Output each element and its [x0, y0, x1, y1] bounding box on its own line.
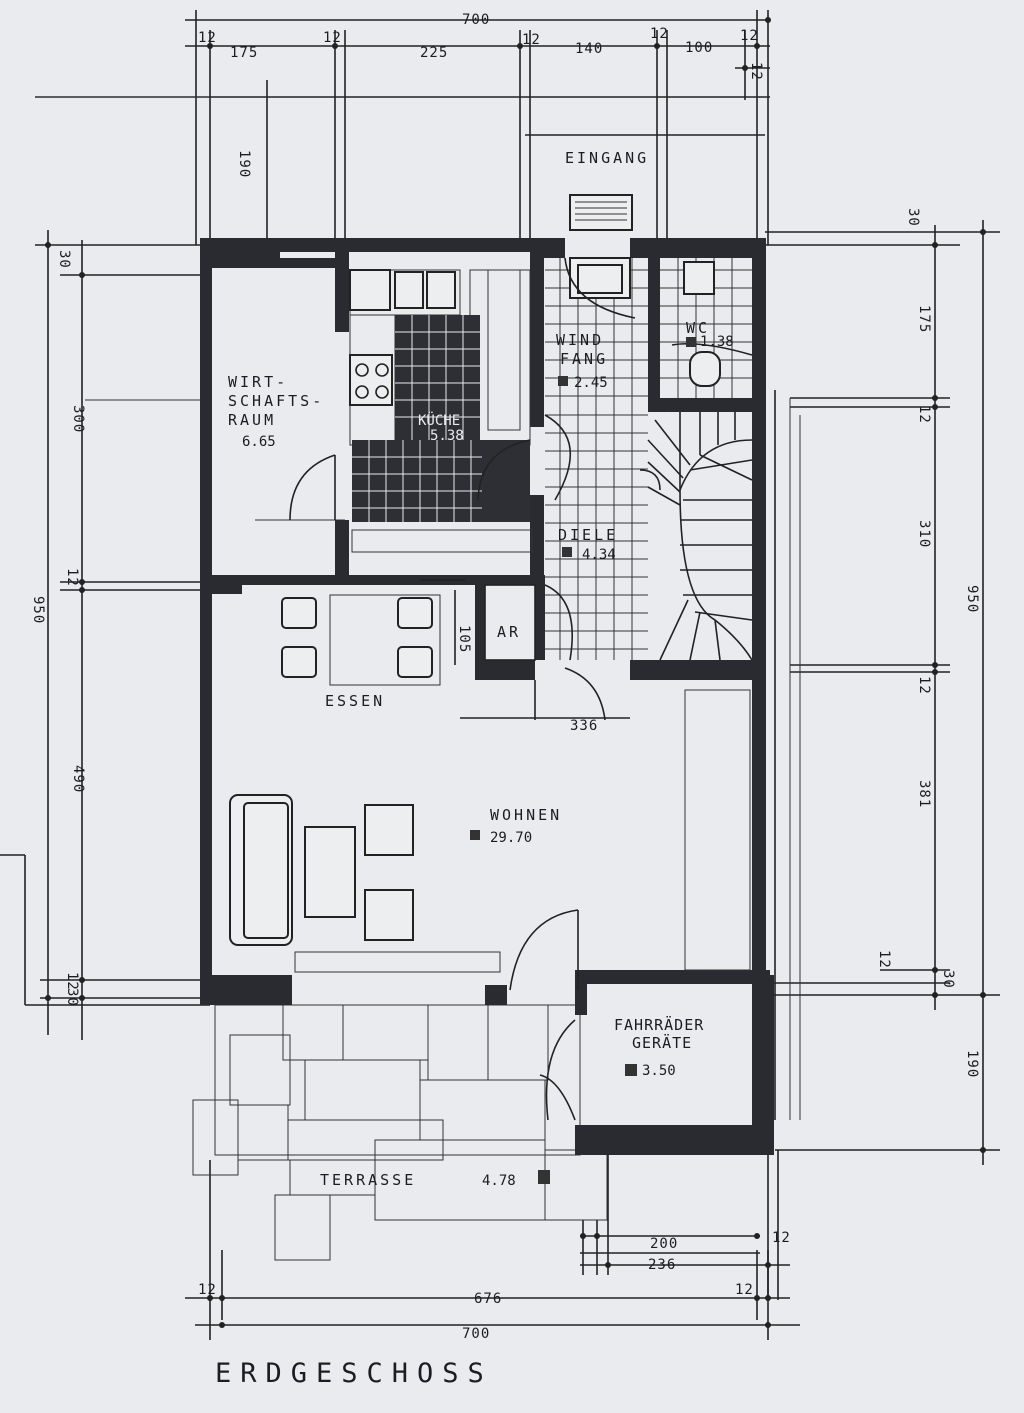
dim-top-140: 140 [575, 41, 603, 57]
room-terrasse: TERRASSE 4.78 [320, 1170, 550, 1189]
room-label-wirtschaftsraum-2: SCHAFTS- [228, 392, 324, 410]
dim-top-total: 700 [462, 12, 490, 28]
dim-right-310: 310 [916, 520, 932, 548]
room-windfang: WIND FANG 2.45 [545, 257, 648, 410]
staircase [639, 412, 753, 661]
dim-left-300: 300 [70, 405, 86, 433]
room-label-terrasse: TERRASSE [320, 1171, 416, 1189]
room-label-wohnen: WOHNEN [490, 806, 562, 824]
dim-bottom-676: 676 [474, 1291, 502, 1307]
room-label-essen: ESSEN [325, 692, 385, 710]
dim-336: 336 [570, 718, 598, 734]
dim-top-12d: 12 [650, 26, 669, 42]
room-fahrraeder: FAHRRÄDER GERÄTE 3.50 [539, 1015, 704, 1121]
dim-right-175: 175 [916, 305, 932, 333]
dim-entry-190: 190 [236, 150, 252, 178]
dim-left-490: 490 [70, 765, 86, 793]
dim-bottom-12a: 12 [198, 1282, 217, 1298]
room-area-wirtschaftsraum: 6.65 [242, 434, 276, 450]
site-lines [35, 96, 801, 1120]
room-area-wc: 1.38 [700, 334, 734, 350]
dim-essen-105: 105 [456, 625, 472, 653]
dim-left-950: 950 [30, 596, 46, 624]
dim-left-12: 12 [64, 568, 80, 587]
dim-left-30: 30 [56, 250, 72, 269]
dimension-lines [0, 10, 1000, 1340]
room-label-fahrraeder-1: FAHRRÄDER [614, 1015, 704, 1034]
dim-bottom-12: 12 [772, 1230, 791, 1246]
dim-top-175: 175 [230, 45, 258, 61]
dim-right-950: 950 [964, 585, 980, 613]
dim-right-12b: 12 [916, 676, 932, 695]
room-area-kueche: 5.38 [430, 428, 464, 444]
dim-right-12: 12 [916, 405, 932, 424]
dim-top-12f: 12 [748, 62, 764, 81]
room-kueche: KÜCHE 5.38 [349, 269, 533, 553]
walls [200, 238, 774, 1155]
room-label-wirtschaftsraum-3: RAUM [228, 411, 276, 429]
room-label-ar: AR [497, 623, 521, 641]
room-label-windfang-1: WIND [556, 331, 604, 349]
dim-right-381: 381 [916, 780, 932, 808]
dim-bottom-236: 236 [648, 1257, 676, 1273]
room-label-windfang-2: FANG [560, 350, 608, 368]
room-label-fahrraeder-2: GERÄTE [632, 1033, 692, 1052]
kitchen-floor-tiles [352, 315, 530, 522]
room-essen: 105 ESSEN [281, 579, 472, 710]
room-area-terrasse: 4.78 [482, 1173, 516, 1189]
entrance: EINGANG [565, 149, 649, 231]
room-area-wohnen: 29.70 [490, 830, 532, 846]
room-ar: AR [484, 584, 536, 661]
dim-top-12a: 12 [198, 30, 217, 46]
dim-bottom-200: 200 [650, 1236, 678, 1252]
room-label-eingang: EINGANG [565, 149, 649, 167]
room-label-wirtschaftsraum-1: WIRT- [228, 373, 288, 391]
room-label-wc: WC [686, 319, 710, 337]
room-diele: DIELE 4.34 [544, 410, 753, 661]
dim-top-100: 100 [685, 40, 713, 56]
terrace-paving [192, 1004, 608, 1261]
dim-top-12c: 12 [522, 32, 541, 48]
room-area-diele: 4.34 [582, 547, 616, 563]
dim-top-12e: 12 [740, 28, 759, 44]
dim-right-12c: 12 [876, 950, 892, 969]
dim-top-225: 225 [420, 45, 448, 61]
dim-left-12b: 12 [64, 972, 80, 991]
dim-right-30b: 30 [940, 970, 956, 989]
dimension-texts: 700 12 175 12 225 12 140 12 100 12 12 19… [30, 12, 980, 1342]
dim-left-30b: 30 [64, 988, 80, 1007]
dim-right-30: 30 [905, 208, 921, 227]
dim-bottom-total: 700 [462, 1326, 490, 1342]
room-label-diele: DIELE [558, 526, 618, 544]
dim-bottom-12b: 12 [735, 1282, 754, 1298]
dim-right-190: 190 [964, 1050, 980, 1078]
plan-title: ERDGESCHOSS [215, 1358, 493, 1389]
room-wirtschaftsraum: WIRT- SCHAFTS- RAUM 6.65 [228, 373, 336, 521]
room-wc: WC 1.38 [660, 258, 753, 398]
dim-top-12b: 12 [323, 30, 342, 46]
room-area-fahrraeder: 3.50 [642, 1063, 676, 1079]
room-area-windfang: 2.45 [574, 375, 608, 391]
room-wohnen: WOHNEN 29.70 [229, 689, 751, 991]
room-label-kueche: KÜCHE [418, 411, 460, 429]
